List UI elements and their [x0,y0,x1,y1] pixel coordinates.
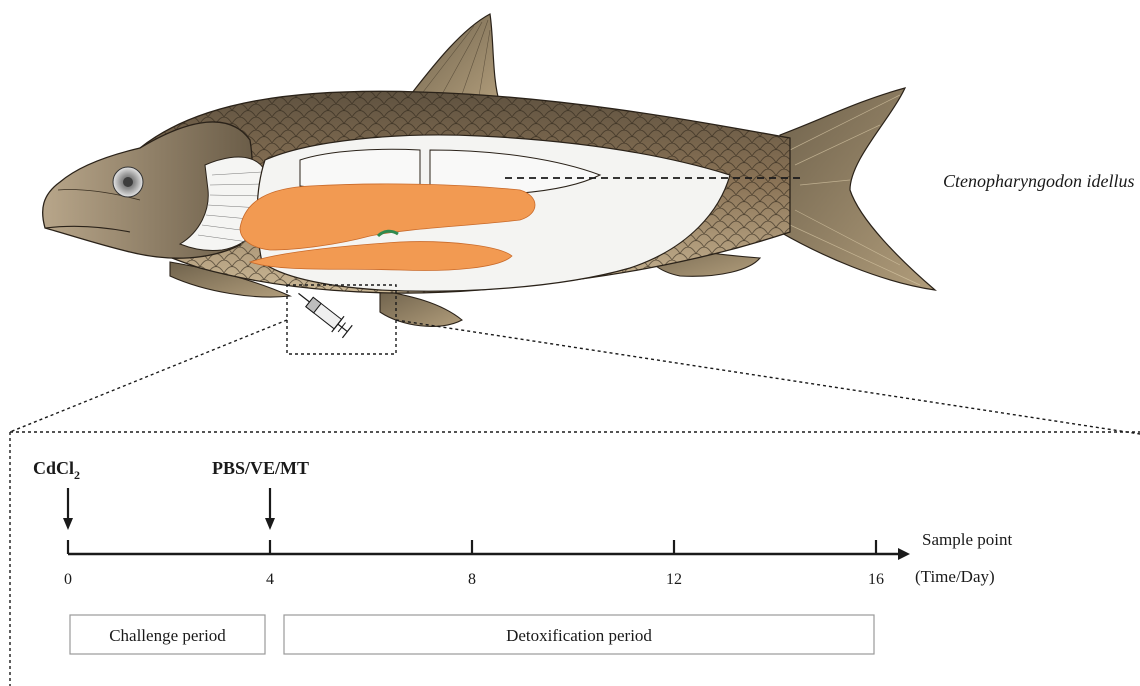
marker-label-main: PBS/VE/MT [212,458,309,478]
timeline-axis-label: Sample point [922,530,1012,549]
timeline-tick-label: 8 [468,571,476,588]
period-label: Detoxification period [506,626,652,645]
marker-label-subscript: 2 [74,468,80,482]
timeline-tick-label: 12 [666,571,682,588]
marker-label-main: CdCl [33,458,74,478]
marker-label: PBS/VE/MT [212,458,309,478]
timeline: CdCl2 PBS/VE/MT 0 4 8 12 16 Sample point (Tim… [33,458,1012,654]
pelvic-fin [380,290,462,326]
dorsal-fin [408,14,500,104]
timeline-tick-label: 16 [868,571,884,588]
period-label: Challenge period [109,626,226,645]
species-name: Ctenopharyngodon idellus [943,171,1135,191]
fish-illustration [43,14,935,326]
marker-arrowhead [63,518,73,530]
marker-label: CdCl2 [33,458,80,482]
timeline-unit-label: (Time/Day) [915,567,995,586]
syringe-icon [292,285,353,339]
timeline-arrowhead [898,548,910,560]
timeline-tick-label: 4 [266,571,274,588]
tail-fin [780,88,935,290]
marker-arrowhead [265,518,275,530]
swim-bladder [300,149,420,189]
timeline-tick-label: 0 [64,571,72,588]
